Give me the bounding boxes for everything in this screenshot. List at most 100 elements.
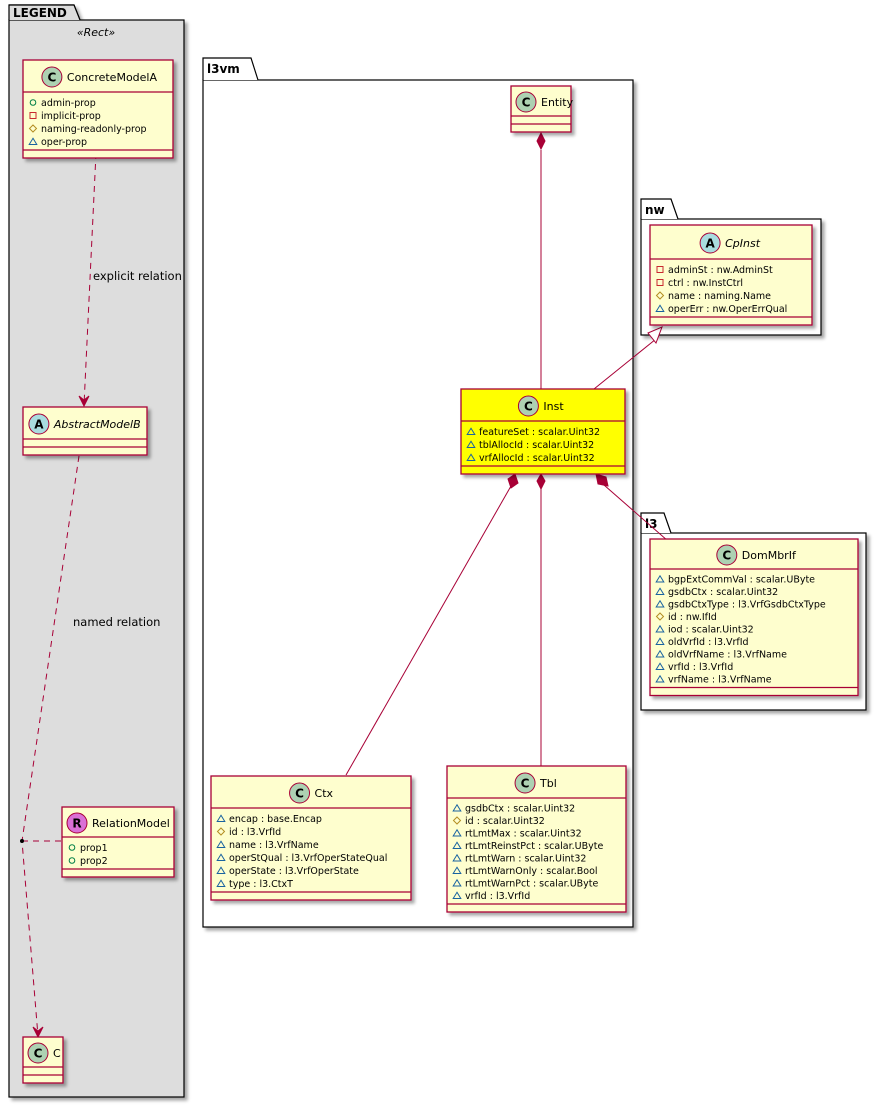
class-attribute: name : naming.Name	[668, 291, 771, 302]
private-visibility-icon	[656, 266, 664, 273]
class-attribute: operStQual : l3.VrfOperStateQual	[229, 853, 387, 864]
edge-inst-cpinst	[593, 338, 657, 390]
class-stereotype-icon	[517, 395, 539, 417]
package-label-l3vm: l3vm	[207, 62, 240, 76]
class-attribute: adminSt : nw.AdminSt	[668, 265, 773, 276]
package-visibility-icon	[452, 828, 462, 837]
class-attribute: operErr : nw.OperErrQual	[668, 304, 787, 315]
class-box	[649, 538, 859, 697]
class-attribute: oper-prop	[41, 137, 87, 148]
package-visibility-icon	[452, 878, 462, 887]
class-attribute: implicit-prop	[41, 111, 101, 122]
class-name: Tbl	[539, 777, 557, 790]
stereotype-letter: R	[72, 817, 81, 831]
class-box	[210, 775, 412, 901]
class-name: Ctx	[315, 787, 334, 800]
stereotype-letter: C	[524, 400, 533, 414]
class-attribute: gsdbCtx : scalar.Uint32	[465, 804, 575, 815]
class-attribute: oldVrfName : l3.VrfName	[668, 650, 787, 661]
package-label-l3: l3	[645, 517, 657, 531]
package-visibility-icon	[452, 866, 462, 874]
abstract-stereotype-icon	[28, 413, 50, 435]
class-name: DomMbrIf	[742, 549, 797, 562]
class-name: ConcreteModelA	[67, 71, 158, 84]
stereotype-letter: C	[521, 777, 530, 791]
package-visibility-icon	[216, 814, 226, 822]
public-visibility-icon	[68, 844, 76, 851]
package-visibility-icon	[452, 891, 462, 899]
class-attribute: oldVrfId : l3.VrfId	[668, 637, 749, 648]
class-name: Inst	[543, 400, 564, 413]
stereotype-letter: C	[522, 96, 531, 110]
package-visibility-icon	[452, 853, 462, 862]
stereotype-letter: C	[47, 71, 56, 85]
package-visibility-icon	[452, 803, 462, 812]
stereotype-letter: A	[34, 418, 44, 432]
protected-visibility-icon	[655, 291, 665, 300]
package-visibility-icon	[216, 866, 226, 874]
package-visibility-icon	[466, 453, 476, 461]
class-attribute: naming-readonly-prop	[41, 124, 147, 135]
class-box	[460, 388, 626, 475]
label-explicit-relation: explicit relation	[93, 269, 182, 283]
class-attribute: ctrl : nw.InstCtrl	[668, 278, 743, 289]
diamond-inst-tbl	[536, 472, 546, 491]
private-visibility-icon	[29, 112, 37, 119]
label-named-relation: named relation	[73, 615, 160, 629]
edge-inst-ctx	[345, 485, 512, 776]
class-attribute: admin-prop	[41, 98, 96, 109]
package-label-nw: nw	[645, 203, 665, 217]
package-visibility-icon	[655, 304, 665, 312]
class-attribute: rtLmtWarnPct : scalar.UByte	[465, 879, 599, 890]
class-attribute: iod : scalar.Uint32	[668, 625, 754, 636]
protected-visibility-icon	[216, 827, 226, 836]
class-attribute: bgpExtCommVal : scalar.UByte	[668, 575, 815, 586]
package-visibility-icon	[655, 624, 665, 633]
relation-junction-dot	[20, 839, 24, 843]
class-entity[interactable]: Entity C	[510, 85, 574, 133]
package-visibility-icon	[655, 574, 665, 583]
class-stereotype-icon	[289, 782, 311, 804]
class-name: RelationModel	[92, 817, 170, 830]
class-name: Entity	[541, 96, 574, 109]
stereotype-letter: C	[722, 549, 731, 563]
class-attribute: prop1	[80, 843, 108, 854]
package-visibility-icon	[655, 587, 665, 595]
class-attribute: prop2	[80, 856, 108, 867]
diamond-inst-dommbrif	[595, 473, 609, 487]
class-stereotype-icon	[514, 772, 536, 794]
class-attribute: rtLmtWarn : scalar.Uint32	[465, 854, 586, 865]
class-attribute: encap : base.Encap	[229, 814, 322, 825]
package-legend: LEGEND «Rect»	[8, 4, 185, 1098]
package-visibility-icon	[216, 853, 226, 861]
class-attribute: id : l3.VrfId	[229, 827, 281, 838]
class-stereotype-icon	[41, 66, 63, 88]
class-attribute: name : l3.VrfName	[229, 840, 319, 851]
package-visibility-icon	[655, 599, 665, 608]
class-attribute: vrfName : l3.VrfName	[668, 675, 772, 686]
class-attribute: tblAllocId : scalar.Uint32	[479, 440, 594, 451]
relation-stereotype-icon	[66, 812, 88, 834]
class-box	[446, 765, 627, 913]
private-visibility-icon	[656, 279, 664, 286]
class-attribute: operState : l3.VrfOperState	[229, 866, 359, 877]
package-visibility-icon	[216, 840, 226, 848]
class-attribute: id : nw.IfId	[668, 612, 717, 623]
class-attribute: rtLmtWarnOnly : scalar.Bool	[465, 866, 598, 877]
package-visibility-icon	[655, 674, 665, 683]
class-c[interactable]: CC	[22, 1036, 64, 1084]
class-attribute: vrfId : l3.VrfId	[465, 891, 530, 902]
class-attribute: gsdbCtx : scalar.Uint32	[668, 587, 778, 598]
package-visibility-icon	[466, 440, 476, 448]
public-visibility-icon	[29, 99, 37, 106]
